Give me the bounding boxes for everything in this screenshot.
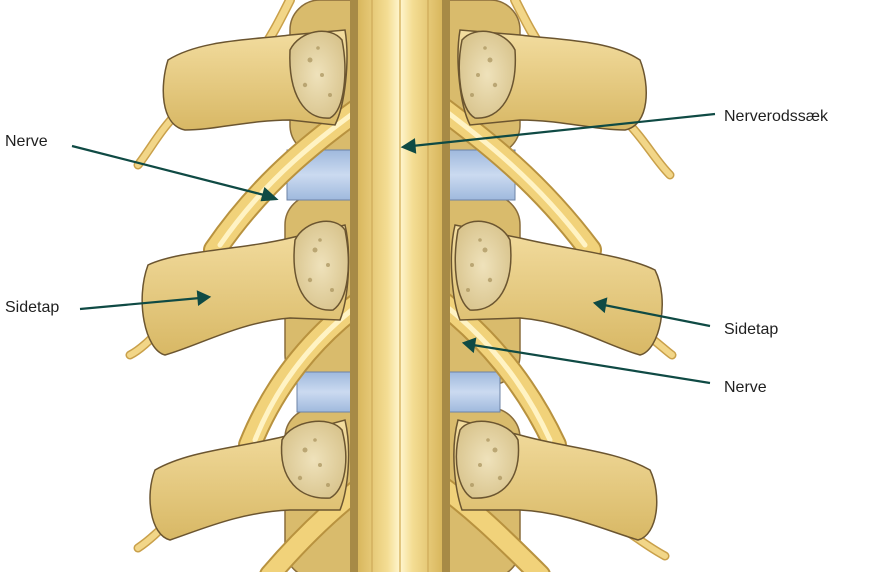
label-nerve-left: Nerve <box>5 132 48 152</box>
label-nerve-root-sac: Nerverodssæk <box>724 107 828 127</box>
nerve-root-sac <box>350 0 450 572</box>
label-transverse-process-right: Sidetap <box>724 320 778 340</box>
leader-line-nerve-left <box>72 146 276 200</box>
label-nerve-right: Nerve <box>724 378 767 398</box>
label-transverse-process-left: Sidetap <box>5 298 59 318</box>
